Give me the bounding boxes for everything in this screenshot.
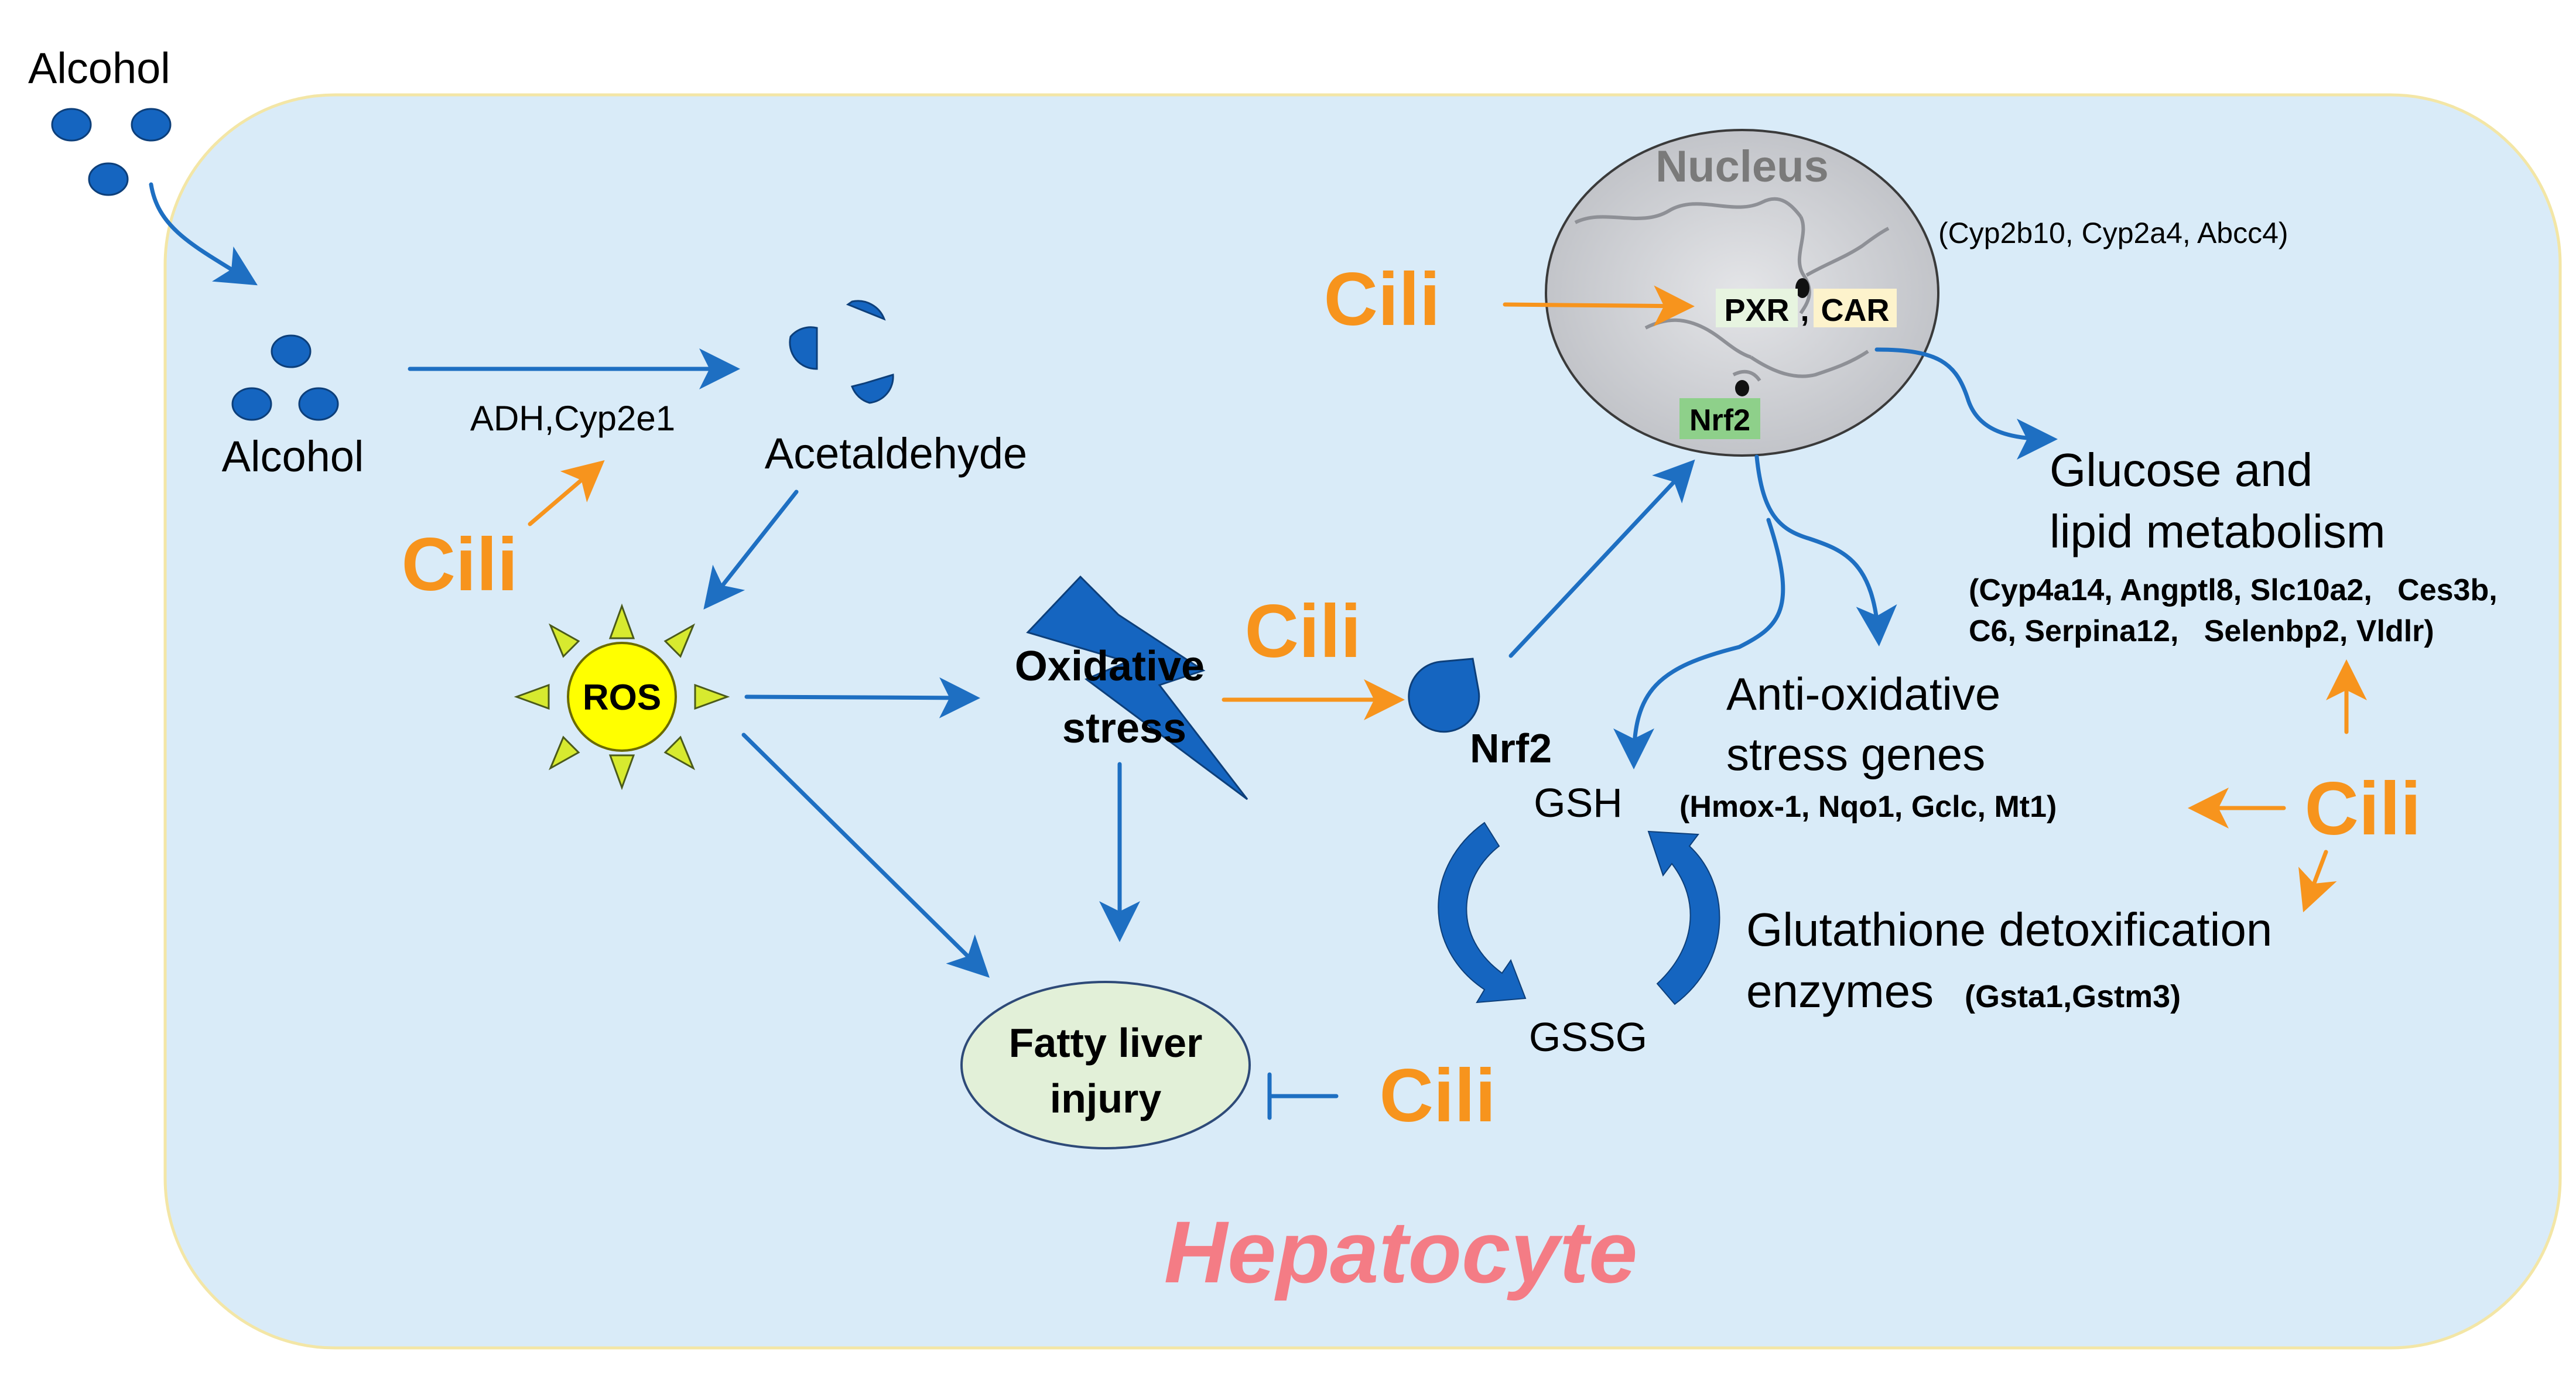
nrf2-nucleus-box — [1679, 398, 1760, 439]
nrf2-cyto-label: Nrf2 — [1470, 725, 1552, 771]
pxr-label: PXR — [1724, 293, 1789, 328]
alcohol-molecules-inside — [231, 334, 339, 421]
alcohol-inside-label: Alcohol — [222, 432, 364, 481]
arrow-nrf2-to-gsh — [1613, 518, 1785, 769]
car-box — [1814, 289, 1897, 327]
nrf2-pacman-icon — [1408, 658, 1480, 733]
gsh-gssg-cycle — [1438, 822, 1720, 1005]
cili-label-fatty-liver: Cili — [1379, 1054, 1496, 1138]
nucleus-label: Nucleus — [1655, 142, 1829, 191]
alcohol-molecules-outside — [51, 108, 172, 196]
glutathione-label-2: enzymes — [1746, 965, 1934, 1017]
arrow-ros-to-oxidative — [744, 677, 980, 718]
ros-sun-icon — [514, 603, 730, 790]
inhibition-bar — [1267, 1072, 1339, 1120]
ros-label: ROS — [583, 677, 661, 718]
arrow-alcohol-entry — [149, 182, 258, 286]
gsh-label: GSH — [1534, 780, 1623, 826]
cili-label-enzymes: Cili — [401, 523, 518, 607]
acetaldehyde-molecules — [789, 300, 894, 404]
antiox-genes-list: (Hmox-1, Nqo1, Gclc, Mt1) — [1679, 790, 2057, 824]
glutathione-label-1: Glutathione detoxification — [1746, 903, 2272, 956]
enzymes-label: ADH,Cyp2e1 — [470, 399, 675, 438]
glucose-lipid-label-1: Glucose and — [2050, 444, 2312, 496]
pxr-box — [1716, 289, 1798, 327]
arrow-cili-to-pxr — [1503, 285, 1695, 327]
car-label: CAR — [1821, 293, 1890, 328]
arrow-cili-to-enzymes — [528, 460, 605, 526]
arrow-acetaldehyde-to-ros — [703, 490, 799, 610]
acetaldehyde-label: Acetaldehyde — [765, 429, 1027, 478]
glucose-lipid-genes-1: (Cyp4a14, Angptl8, Slc10a2, Ces3b, — [1969, 573, 2498, 607]
glutathione-genes: (Gsta1,Gstm3) — [1965, 979, 2181, 1014]
cili-label-right: Cili — [2304, 767, 2421, 851]
cili-label-nucleus: Cili — [1323, 258, 1440, 341]
arrow-ros-to-fatty-liver — [741, 733, 990, 978]
gssg-label: GSSG — [1529, 1014, 1647, 1060]
pxr-car-comma: , — [1800, 293, 1809, 328]
ros-circle — [567, 642, 677, 752]
lightning-bolt-icon — [1026, 575, 1248, 800]
fatty-liver-label-2: injury — [1050, 1076, 1162, 1121]
fatty-liver-label-1: Fatty liver — [1009, 1020, 1203, 1066]
hepatocyte-label: Hepatocyte — [1164, 1203, 1638, 1301]
arrow-nrf2-to-antiox — [1754, 454, 1897, 646]
blue-arrows — [149, 182, 2058, 978]
arrow-nrf2-to-nucleus — [1508, 459, 1695, 658]
chromatin-dot-3 — [1735, 380, 1749, 396]
alcohol-outside-label: Alcohol — [28, 44, 170, 93]
arrow-car-to-glucose — [1874, 347, 2058, 460]
antiox-genes-label-2: stress genes — [1726, 728, 1985, 780]
antiox-genes-label-1: Anti-oxidative — [1726, 668, 2000, 720]
hepatocyte-cell — [163, 93, 2562, 1350]
fatty-liver-ellipse — [960, 981, 1251, 1149]
cili-label-oxidative: Cili — [1244, 590, 1361, 673]
glucose-lipid-label-2: lipid metabolism — [2050, 505, 2386, 557]
chromatin-dot-1 — [1795, 278, 1809, 298]
nrf2-nucleus-label: Nrf2 — [1689, 403, 1750, 437]
glucose-lipid-genes-2: C6, Serpina12, Selenbp2, Vldlr) — [1969, 614, 2434, 648]
oxidative-stress-label-1: Oxidative — [1015, 643, 1205, 690]
orange-arrows — [528, 285, 2367, 913]
arrow-cili-to-glutathione — [2298, 850, 2337, 913]
oxidative-stress-label-2: stress — [1062, 705, 1186, 752]
nuclear-receptor-genes-label: (Cyp2b10, Cyp2a4, Abcc4) — [1938, 217, 2288, 249]
